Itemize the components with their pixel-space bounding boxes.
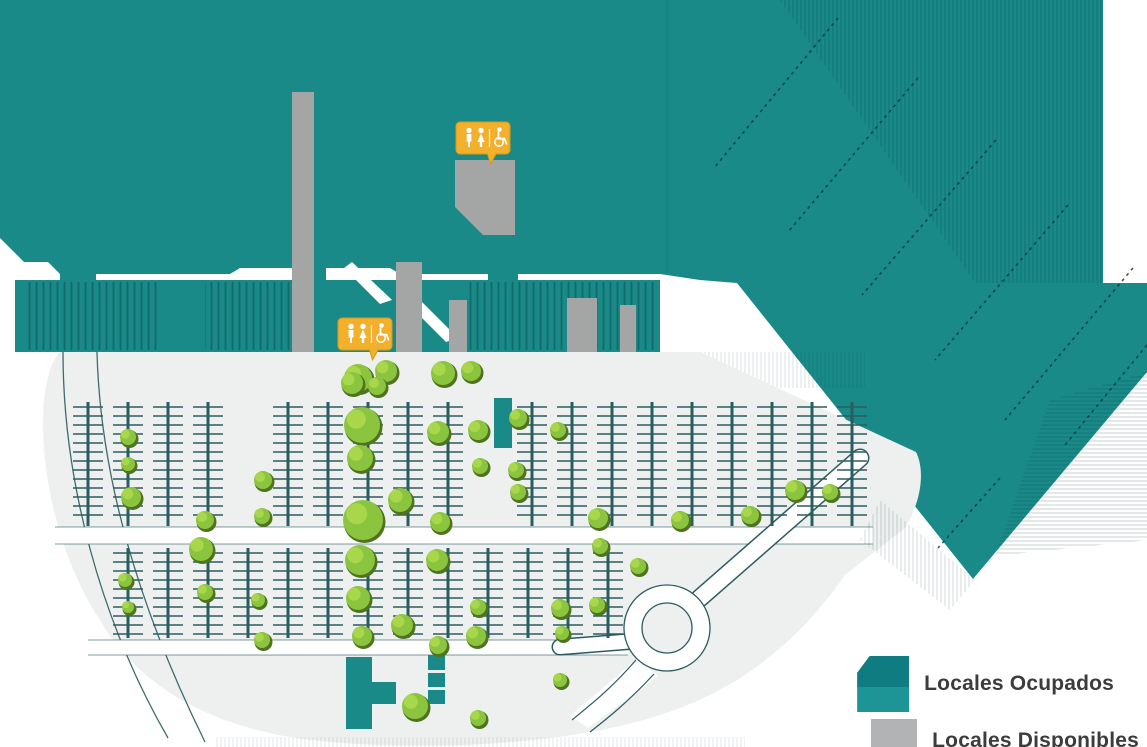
tree [630,558,649,577]
trees-layer [118,360,841,729]
occupied-swatch [857,656,910,712]
tree [189,537,216,564]
parking-row [593,548,623,638]
parking-row [313,548,343,638]
tree [550,422,569,441]
building-unit-divider [934,204,1069,361]
available-swatch [871,719,918,747]
parking-row [273,402,303,526]
tree [589,597,608,616]
tree [466,626,489,649]
tip-shadow-hatch [860,500,975,610]
roundabout [551,448,870,733]
tree [671,511,692,532]
parking-row [637,402,667,526]
building-unit-divider [861,139,997,296]
parking-row [557,402,587,526]
tree [344,407,383,446]
tree [122,601,137,616]
tree [470,710,489,729]
tree [121,487,144,510]
tree [368,377,389,398]
store-dividers [28,282,158,350]
main-building-footprint [0,0,1103,283]
parking-row [153,548,183,638]
tree [430,512,453,535]
tree [254,632,273,651]
tree [118,573,135,590]
parking-row [193,402,223,526]
building-unit-divider [1004,267,1134,421]
tree [388,488,415,515]
parking-row [273,548,303,638]
tree [352,626,375,649]
legend: Locales Ocupados Locales Disponibles [857,656,1139,747]
tree [254,508,273,527]
interior-corridors [292,92,636,352]
tree [588,508,611,531]
building-unit-divider [937,477,1001,549]
tree [553,673,570,690]
tree [345,545,378,578]
building-unit-divider [1064,344,1147,446]
tree [508,462,527,481]
tree [822,484,841,503]
parking-row [73,402,103,526]
tree [510,484,529,503]
legend-item-occupied: Locales Ocupados [857,656,1139,712]
wing-shadow-hatch [995,372,1147,556]
wing-dividers-layer [713,17,1147,549]
tree [341,372,366,397]
tree [427,421,452,446]
tree [426,549,451,574]
tree [196,511,217,532]
parking-row [837,402,867,526]
tree [120,429,139,448]
tree [592,538,611,557]
parking-row [677,402,707,526]
available-label: Locales Disponibles [932,729,1139,747]
tree [509,409,530,430]
parking-lot [43,352,921,746]
tree [468,420,491,443]
tree [347,445,376,474]
tree [391,614,416,639]
building-unit-divider [787,77,919,233]
parking-row [153,402,183,526]
tree [429,636,450,657]
tree [472,458,491,477]
parking-row [513,548,543,638]
tree [254,471,275,492]
mall-building-complex [0,0,1103,352]
tree [251,593,268,610]
occupied-label: Locales Ocupados [924,672,1115,695]
legend-item-available: Locales Disponibles [857,719,1139,747]
roof-hatch-texture [780,0,1103,283]
tree [431,361,458,388]
parking-row [757,402,787,526]
tree [197,584,216,603]
parking-kiosks [346,398,512,729]
tree [470,599,489,618]
tree [121,457,138,474]
tree [346,586,373,613]
tree [461,361,484,384]
tree [343,500,386,543]
bottom-hatch-artifact [215,737,745,747]
parking-row [797,402,827,526]
parking-row [597,402,627,526]
building-unit-divider [713,17,839,169]
tree [741,506,762,527]
store-dividers [205,282,290,350]
tree [402,693,431,722]
tree [551,599,572,620]
tree [555,626,572,643]
parking-row [313,402,343,526]
tree [785,480,808,503]
